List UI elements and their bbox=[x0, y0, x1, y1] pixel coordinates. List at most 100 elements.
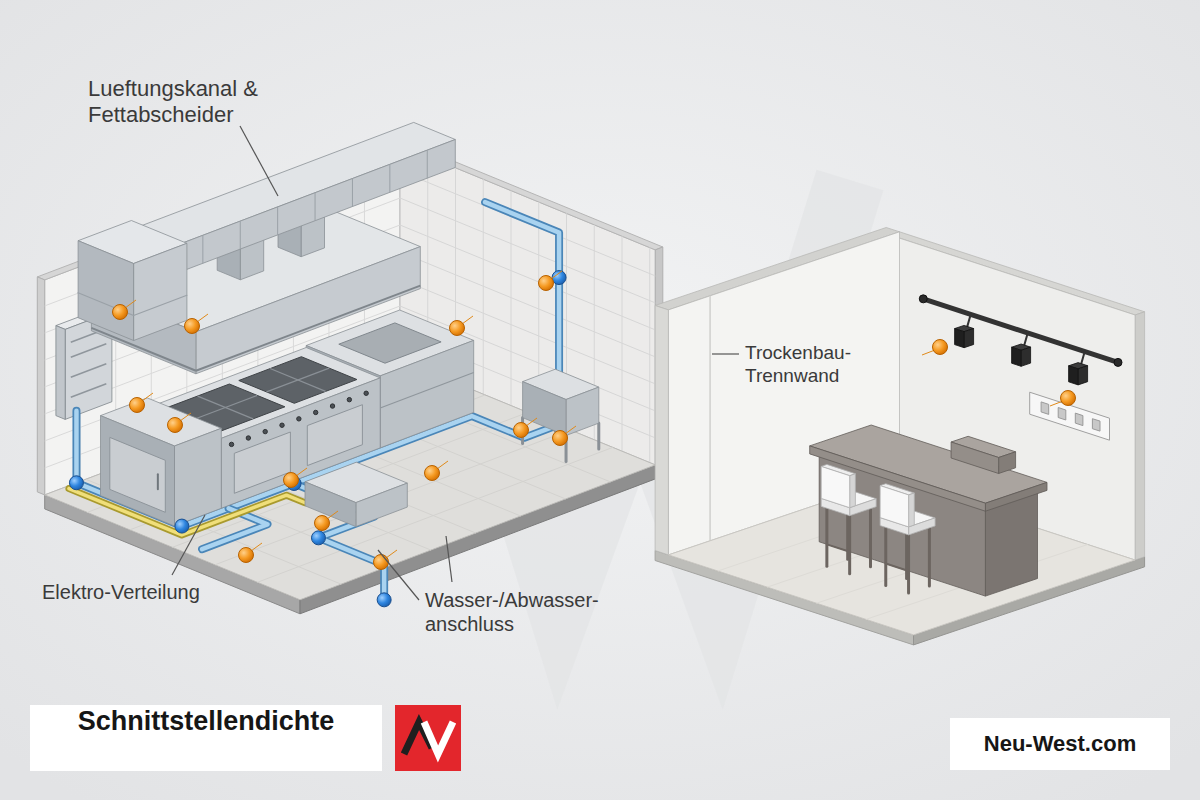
counter-riser bbox=[999, 452, 1016, 474]
callout-label: Wasser-/Abwasser- anschluss bbox=[425, 588, 625, 636]
hood-filter-edge bbox=[196, 286, 420, 371]
control-knob bbox=[229, 442, 233, 446]
control-knob bbox=[246, 436, 250, 440]
marker-tick bbox=[251, 543, 262, 551]
stool-back bbox=[850, 474, 856, 508]
range-grate bbox=[267, 368, 330, 392]
control-knob bbox=[330, 404, 334, 408]
marker-tick bbox=[327, 511, 338, 519]
stool-leg bbox=[848, 514, 851, 574]
leader-line bbox=[378, 550, 419, 600]
leader-line bbox=[240, 126, 278, 196]
control-knob bbox=[347, 397, 351, 401]
logo-box bbox=[395, 705, 461, 771]
counter-riser bbox=[951, 442, 999, 474]
sink-basin bbox=[339, 323, 441, 363]
marker-tick bbox=[462, 316, 473, 324]
interface-marker bbox=[514, 423, 529, 438]
pipe-joint bbox=[377, 593, 391, 607]
range-grate bbox=[198, 396, 254, 419]
interface-marker bbox=[168, 418, 183, 433]
unit-door bbox=[110, 437, 166, 512]
cabinet-detail bbox=[71, 344, 107, 357]
socket bbox=[1075, 413, 1083, 426]
drywall-partition bbox=[655, 306, 668, 555]
kitchen-floor bbox=[45, 360, 656, 600]
leader-line bbox=[712, 353, 739, 354]
interface-marker bbox=[450, 321, 465, 336]
interface-marker bbox=[315, 516, 330, 531]
interface-marker bbox=[425, 466, 440, 481]
pipe-joint bbox=[175, 519, 189, 533]
stool-back bbox=[821, 466, 850, 507]
spot-light bbox=[1069, 366, 1079, 385]
spot-light bbox=[964, 329, 974, 348]
ventilation-duct bbox=[165, 140, 455, 278]
oven-door bbox=[307, 405, 362, 466]
marker-tick bbox=[526, 418, 537, 426]
interface-marker bbox=[185, 319, 200, 334]
oven-door bbox=[234, 432, 290, 493]
floor-unit bbox=[356, 483, 407, 526]
interface-marker bbox=[239, 548, 254, 563]
callout-label: Elektro-Verteilung bbox=[42, 580, 242, 604]
back-wall bbox=[1135, 312, 1145, 560]
counter-detail bbox=[380, 372, 474, 408]
floor-unit bbox=[305, 482, 356, 527]
marker-tick bbox=[551, 271, 562, 279]
control-knob bbox=[297, 417, 301, 421]
duct-joint bbox=[277, 207, 278, 235]
stool-leg bbox=[869, 507, 872, 567]
separator-band bbox=[78, 293, 187, 316]
callout-label: Trockenbau-Trennwand bbox=[745, 342, 875, 388]
marker-tick bbox=[197, 314, 208, 322]
wall-tile-line bbox=[400, 225, 655, 330]
fryer-unit bbox=[175, 428, 222, 526]
socket bbox=[1041, 402, 1049, 415]
title-box: Schnittstellendichte bbox=[30, 705, 382, 771]
stool-back bbox=[909, 493, 915, 527]
control-knob bbox=[364, 391, 368, 395]
marker-tick bbox=[437, 461, 448, 469]
drywall-partition bbox=[668, 232, 899, 555]
interface-marker bbox=[1061, 391, 1076, 406]
duct-joint bbox=[240, 221, 241, 249]
spot-light bbox=[1021, 347, 1031, 366]
stand-leg bbox=[597, 423, 600, 449]
interface-marker bbox=[284, 473, 299, 488]
stool-leg bbox=[907, 533, 910, 593]
control-knob bbox=[263, 429, 267, 433]
callout-label: Lueftungskanal & Fettabscheider bbox=[88, 76, 288, 129]
prep-stand bbox=[523, 382, 566, 436]
stool-back bbox=[880, 486, 909, 527]
spot-light bbox=[1078, 366, 1088, 385]
socket bbox=[1092, 419, 1100, 431]
wall-tile-line bbox=[400, 198, 655, 303]
electrical-cabinet bbox=[56, 326, 65, 420]
track-end bbox=[919, 295, 927, 303]
cabinet-detail bbox=[71, 384, 107, 397]
stool-leg bbox=[928, 526, 931, 586]
spot-stem bbox=[1081, 352, 1085, 365]
marker-tick bbox=[142, 393, 153, 401]
leader-lines bbox=[172, 126, 739, 600]
spot-stem bbox=[1024, 333, 1028, 346]
room-illustration bbox=[655, 228, 1145, 645]
drywall-seam bbox=[709, 296, 711, 541]
counter-top bbox=[985, 482, 1047, 511]
marker-tick bbox=[386, 550, 397, 558]
duct-joint bbox=[352, 179, 353, 207]
grease-separator bbox=[134, 243, 187, 340]
duct-joint bbox=[202, 235, 203, 263]
marker-tick bbox=[296, 468, 307, 476]
socket bbox=[1058, 408, 1066, 421]
duct-joint bbox=[427, 150, 428, 178]
brand-box: Neu-West.com bbox=[950, 718, 1170, 770]
stool-footrest bbox=[827, 544, 850, 551]
kitchen-illustration bbox=[37, 122, 663, 613]
marker-tick bbox=[125, 300, 136, 308]
interface-marker bbox=[933, 340, 948, 355]
cabinet-detail bbox=[71, 364, 107, 377]
